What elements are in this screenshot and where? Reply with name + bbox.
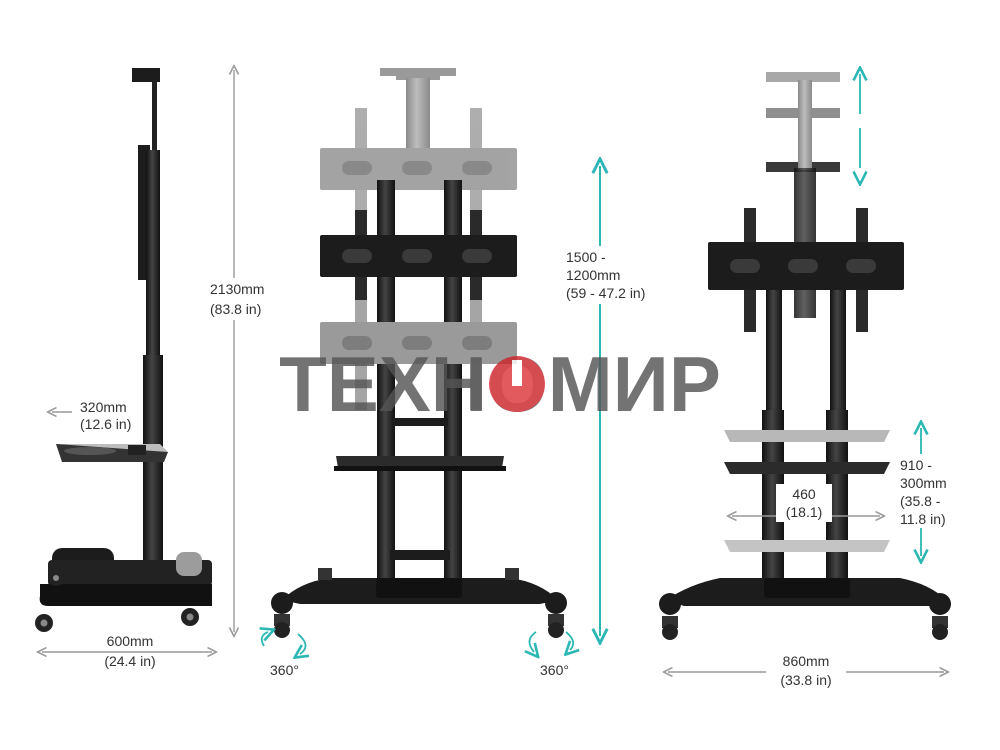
shelf-depth-mm-label: 320mm [80,399,127,415]
shelf-height-line3: (35.8 - [900,493,941,509]
base-width-mm-label: 860mm [783,653,830,669]
rotate-left-label: 360° [270,662,299,678]
rotate-arrow-icon [529,631,573,652]
front-view [271,68,567,638]
shelf-height-line1: 910 - [900,457,932,473]
mount-height-line3: (59 - 47.2 in) [566,285,645,301]
shelf-height-line4: 11.8 in) [900,511,946,527]
mount-height-line2: 1200mm [566,267,620,283]
base-depth-in-label: (24.4 in) [104,653,155,669]
shelf-depth-in-label: (12.6 in) [80,416,131,432]
side-shelf [56,444,168,462]
total-height-in-label: (83.8 in) [210,301,261,317]
shelf-width-line2: (18.1) [786,504,823,520]
rotate-right-label: 360° [540,662,569,678]
shelf-width-line1: 460 [792,486,816,502]
total-height-mm-label: 2130mm [210,281,264,297]
rotate-arrow-icon [262,632,306,654]
shelf-height-line2: 300mm [900,475,947,491]
base-width-in-label: (33.8 in) [780,672,831,688]
base-depth-mm-label: 600mm [107,633,154,649]
mount-height-line1: 1500 - [566,249,606,265]
side-view [35,68,212,632]
watermark-logo: ТЕХНОМИР [279,340,721,428]
